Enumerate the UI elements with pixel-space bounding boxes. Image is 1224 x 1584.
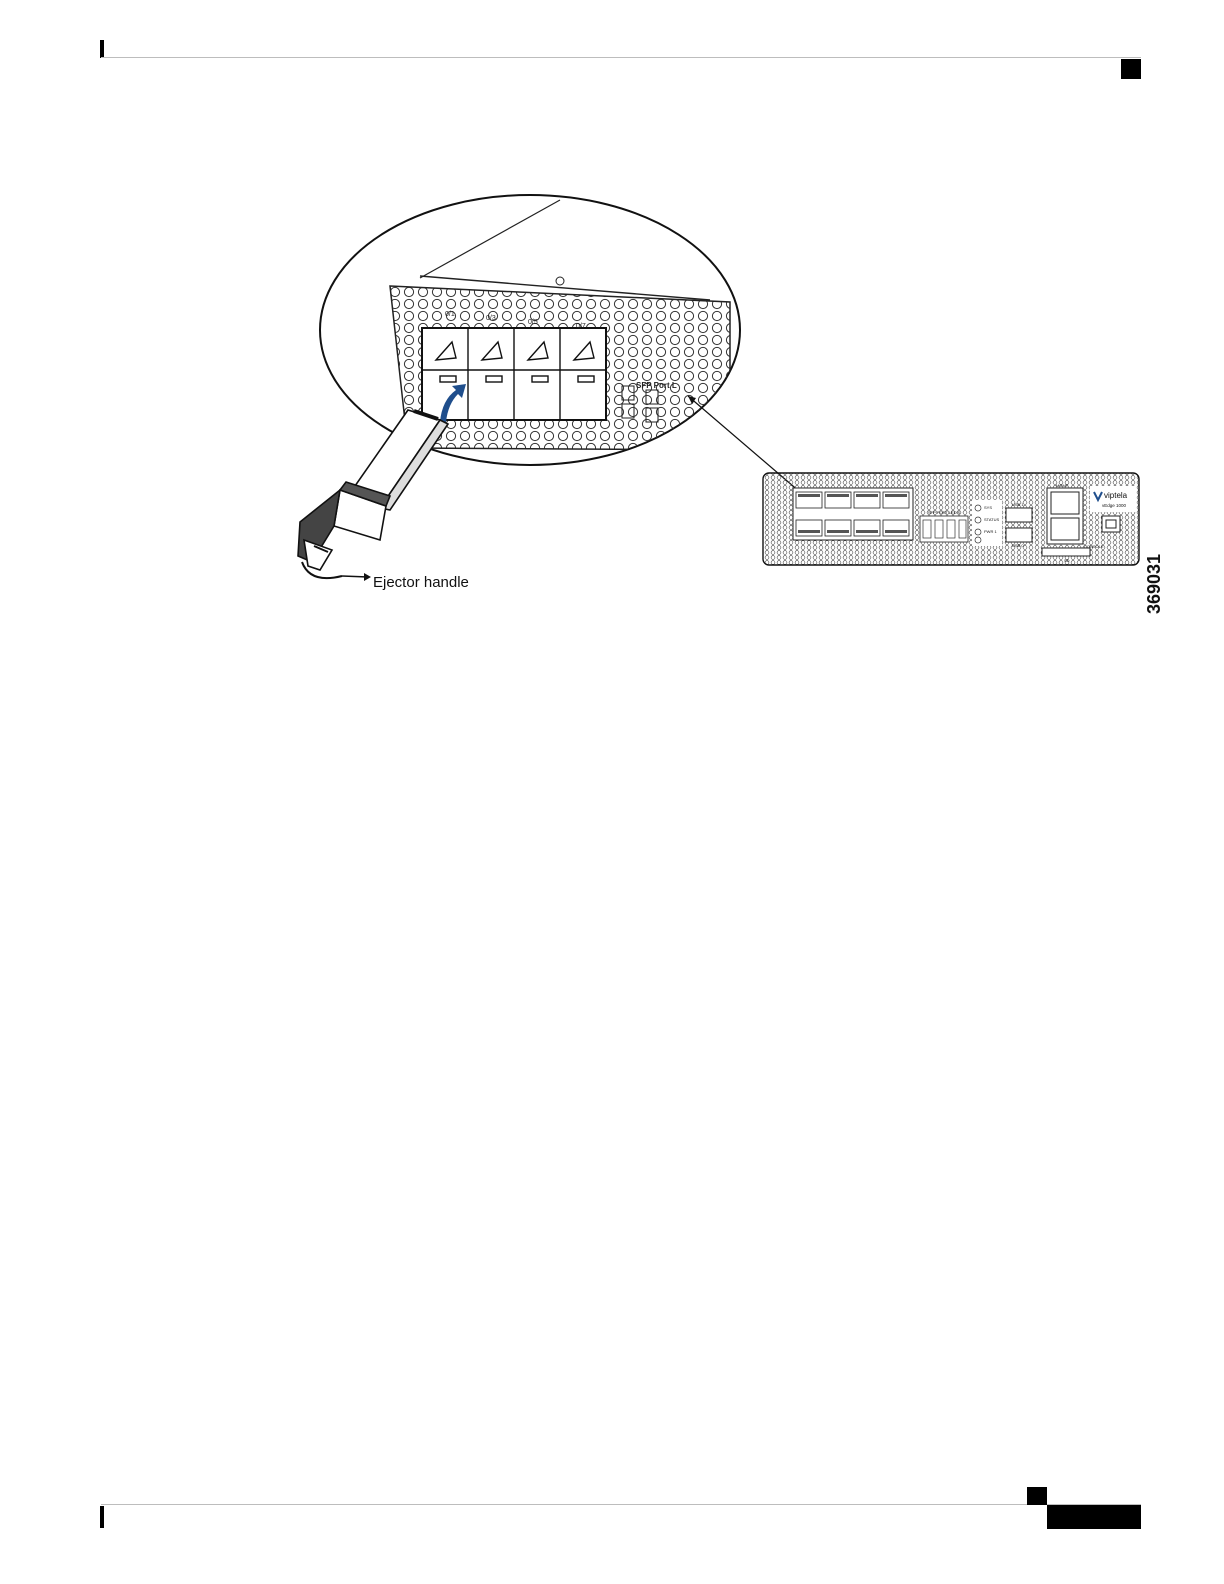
port-label-0-3: 0/3 [486, 315, 496, 322]
port-label-0-1: 0/1 [445, 311, 455, 318]
usb1-label: USB 1 [1012, 502, 1024, 507]
footer-marker-square [1027, 1487, 1047, 1505]
header-rule [101, 57, 1141, 58]
header-marker-square [1121, 59, 1141, 79]
footer-page-bar [1047, 1505, 1141, 1529]
status-label: STATUS [984, 517, 1000, 522]
header-tick-mark [100, 40, 104, 58]
sys-label: SYS [984, 505, 992, 510]
sd-label: SD [1064, 558, 1070, 563]
magnified-port-view: 0/1 0/3 0/5 0/7 SFP Port L [320, 195, 740, 465]
sfp-module [298, 410, 448, 570]
mgmt-label: MGMT [1056, 483, 1069, 488]
sfp-port-label: SFP Port L [636, 381, 677, 390]
sfp-port-leds-label: SFP PORT LED'S [928, 510, 960, 515]
console-label: CONSOLE [1084, 544, 1104, 549]
ejector-handle-label: Ejector handle [373, 574, 469, 591]
model-label: vEdge 1000 [1102, 503, 1127, 508]
usb0-label: USB 0 [1012, 543, 1024, 548]
port-label-0-7: 0/7 [576, 323, 586, 330]
pwr-label: PWR 1 [984, 529, 997, 534]
port-label-0-5: 0/5 [528, 319, 538, 326]
figure-id: 369031 [1144, 554, 1164, 614]
sfp-installation-figure: 0/1 0/3 0/5 0/7 SFP Port L E [290, 190, 1170, 630]
device-front-panel: SFP PORT LED'S SYS STATUS PWR 1 USB 1 US… [763, 473, 1139, 565]
footer-tick-mark [100, 1506, 104, 1528]
footer-rule [101, 1504, 1141, 1505]
brand-label: viptela [1104, 491, 1128, 500]
